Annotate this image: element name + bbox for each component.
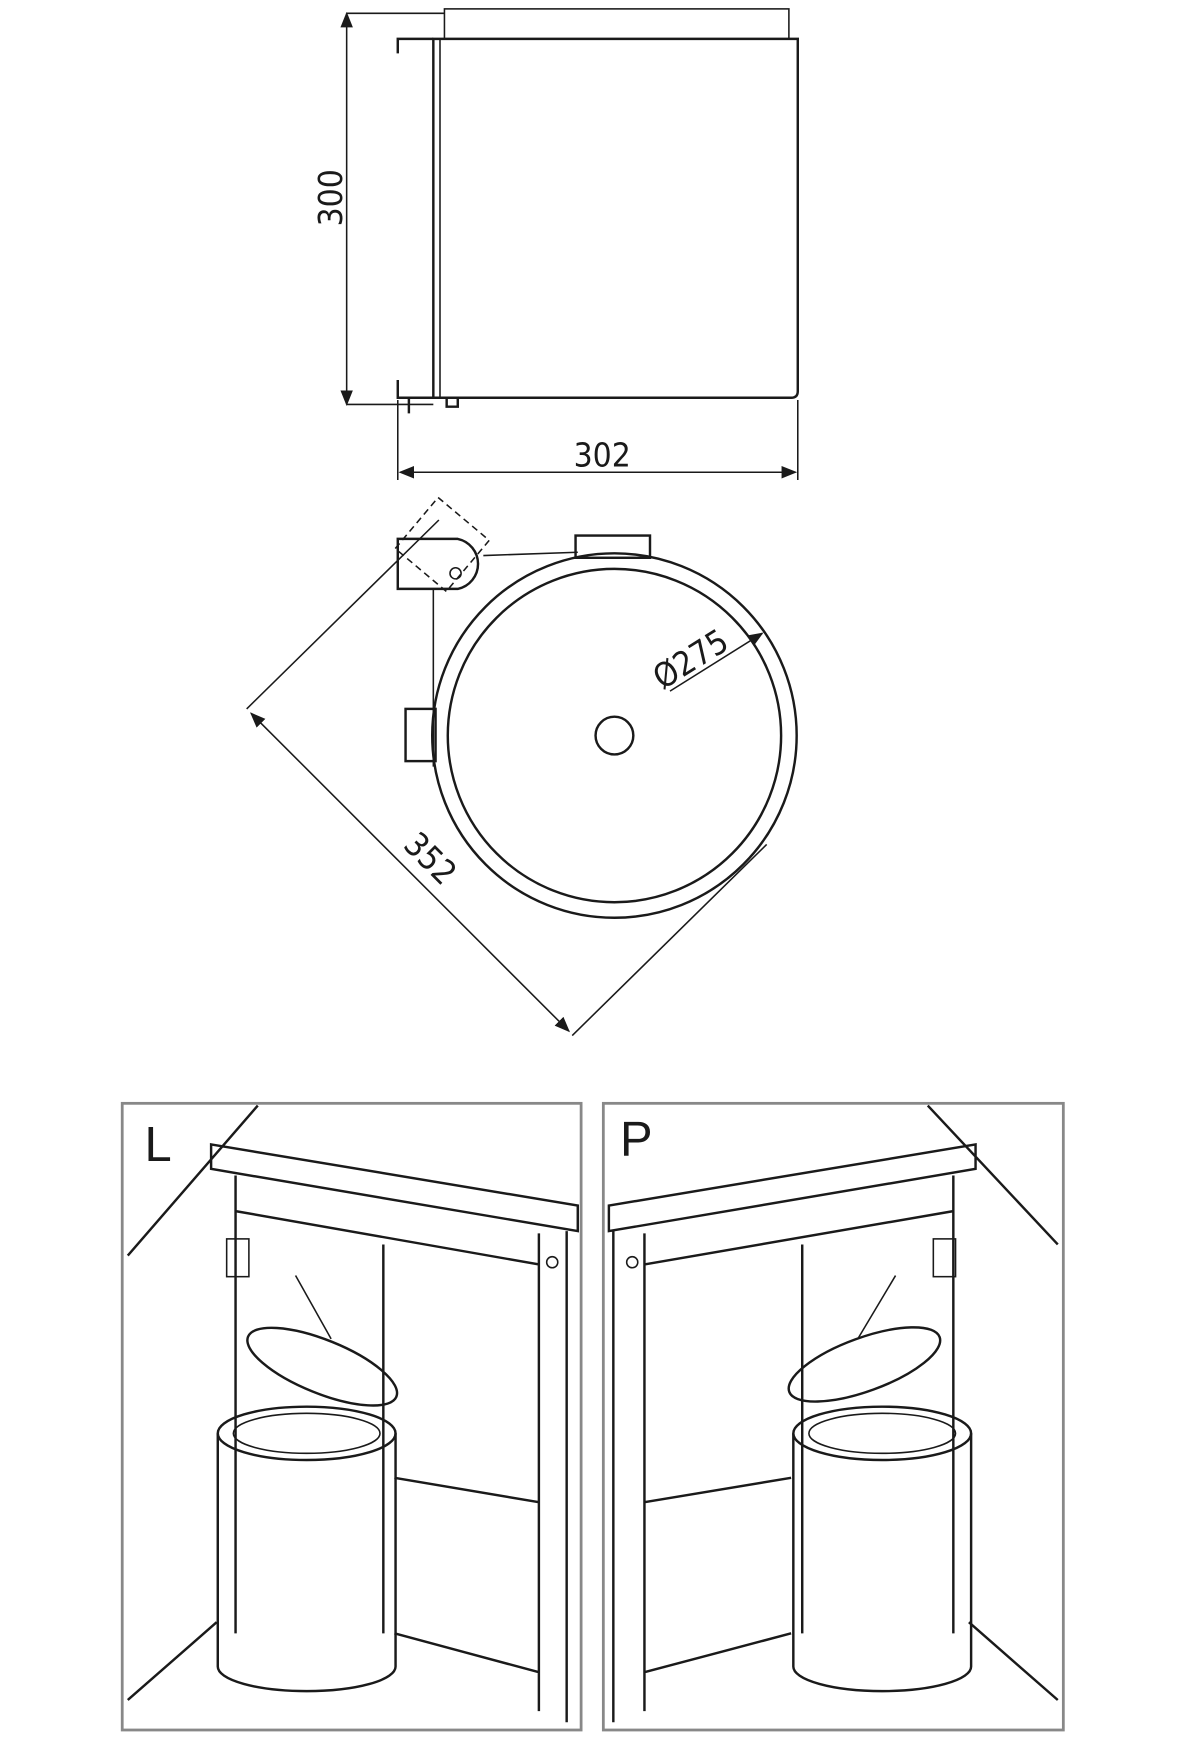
bin-outer-rim [431,552,798,919]
bin-lid-open [787,1326,942,1403]
bin-cylinder [792,1433,973,1693]
side-view: 300 302 [311,8,800,480]
bin-center [594,715,635,756]
height-dimension-label: 300 [311,169,350,226]
hinge-bracket [396,537,480,591]
installation-label-right: P [620,1113,653,1167]
width-dimension-label: 302 [574,436,631,475]
bin-inner-rim [446,567,783,904]
installation-right: P [601,1101,1065,1732]
plan-view: 352 Ø275 [246,496,798,1037]
installation-label-left: L [144,1118,171,1172]
bin-lid-open [246,1326,399,1407]
installation-left: L [120,1101,583,1732]
bin-lid [443,8,790,40]
bin-cylinder [216,1433,397,1693]
bin-body [432,37,800,400]
diameter-dimension-line [669,632,764,692]
diagonal-dimension-label: 352 [396,825,464,893]
diameter-dimension-label: Ø275 [646,621,735,697]
diagonal-dimension-line [250,712,570,1033]
